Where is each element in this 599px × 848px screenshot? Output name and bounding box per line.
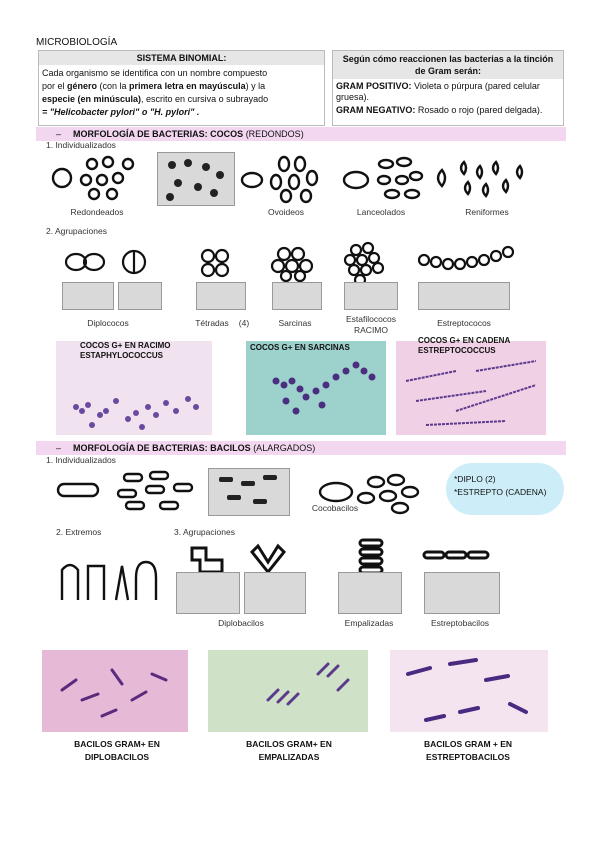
binomial-line-1: Cada organismo se identifica con un nomb… (42, 68, 268, 78)
diplococos-panel-2 (118, 282, 162, 310)
tetradas-panel (196, 282, 246, 310)
label-tetradas-count: (4) (238, 318, 250, 328)
label-estreptococos: Estreptococos (437, 318, 491, 328)
label-cocobacilos: Cocobacilos (311, 503, 359, 513)
cocos-subtitle-individual: 1. Individualizados (46, 140, 116, 150)
bacilos-subtitle-extremos: 2. Extremos (56, 527, 102, 537)
gram-box: Según cómo reaccionen las bacterias a la… (332, 50, 564, 126)
micrograph-empalizadas (208, 650, 368, 732)
diplobacilos-panel-1 (176, 572, 240, 614)
label-tetradas: Tétradas (195, 318, 229, 328)
micrograph-cadena (396, 341, 546, 435)
note-cloud: *DIPLO (2) *ESTREPTO (CADENA) (446, 463, 564, 515)
label-reniformes: Reniformes (465, 207, 509, 217)
estafilococos-panel (344, 282, 398, 310)
cocos-subtitle-groups: 2. Agrupaciones (46, 226, 107, 236)
micrograph-diplobacilos (42, 650, 188, 732)
sarcinas-panel (272, 282, 322, 310)
note-estrepto: *ESTREPTO (CADENA) (454, 487, 547, 497)
label-estafilococos: Estafilococos (345, 314, 397, 324)
label-diplococos: Diplococos (87, 318, 129, 328)
caption-cadena: COCOS G+ EN CADENA ESTREPTOCOCCUS (418, 336, 510, 355)
gram-title: Según cómo reaccionen las bacterias a la… (333, 51, 563, 79)
label-ovoideos: Ovoideos (268, 207, 304, 217)
caption-sarcinas: COCOS G+ EN SARCINAS (250, 343, 350, 352)
binomial-line-4: = "Helicobacter pylori" o "H. pylori" . (42, 107, 200, 117)
bacilos-subtitle-groups: 3. Agrupaciones (174, 527, 235, 537)
micrograph-estreptobacilos (390, 650, 548, 732)
empalizadas-panel (338, 572, 402, 614)
label-diplobacilos: Diplobacilos (218, 618, 264, 628)
micrograph-sarcinas (246, 341, 386, 435)
estreptobacilos-panel (424, 572, 500, 614)
caption-estreptobacilos: BACILOS GRAM + EN ESTREPTOBACILOS (423, 739, 513, 762)
diplococos-panel (62, 282, 114, 310)
label-empalizadas: Empalizadas (344, 618, 394, 628)
caption-empalizadas: BACILOS GRAM+ EN EMPALIZADAS (246, 739, 332, 762)
diplobacilos-panel-2 (244, 572, 306, 614)
micrograph-racimo (56, 341, 212, 435)
caption-racimo: COCOS G+ EN RACIMO ESTAPHYLOCOCCUS (80, 341, 171, 360)
cocos-section-bar: –MORFOLOGÍA DE BACTERIAS: COCOS (REDONDO… (36, 127, 566, 141)
bacilos-individual-drawings (56, 470, 420, 515)
cocos-micrograph-panel (157, 152, 235, 206)
gram-negative: GRAM NEGATIVO: Rosado o rojo (pared delg… (336, 105, 543, 115)
note-diplo: *DIPLO (2) (454, 474, 496, 484)
binomial-title: SISTEMA BINOMIAL: (39, 51, 324, 65)
label-sarcinas: Sarcinas (278, 318, 312, 328)
gram-positive: GRAM POSITIVO: Violeta o púrpura (pared … (336, 81, 540, 102)
bacilos-group-drawings (190, 538, 490, 575)
binomial-line-2: por el género (con la primera letra en m… (42, 81, 266, 91)
bacilos-section-bar: –MORFOLOGÍA DE BACTERIAS: BACILOS (ALARG… (36, 441, 566, 455)
estreptococos-panel (418, 282, 510, 310)
bacilos-subtitle-individual: 1. Individualizados (46, 455, 116, 465)
cocos-group-drawings (64, 241, 515, 287)
bacilos-micrograph-panel (208, 468, 290, 516)
caption-diplobacilos: BACILOS GRAM+ EN DIPLOBACILOS (74, 739, 160, 762)
gram-body: GRAM POSITIVO: Violeta o púrpura (pared … (333, 79, 563, 118)
binomial-body: Cada organismo se identifica con un nomb… (39, 65, 324, 121)
binomial-box: SISTEMA BINOMIAL: Cada organismo se iden… (38, 50, 325, 126)
label-redondeados: Redondeados (70, 207, 124, 217)
label-estreptobacilos: Estreptobacilos (430, 618, 490, 628)
label-lanceolados: Lanceolados (356, 207, 406, 217)
label-racimo: RACIMO (354, 325, 388, 335)
cocos-individual-drawings (51, 155, 524, 204)
page-title: MICROBIOLOGÍA (36, 37, 118, 48)
binomial-line-3: especie (en minúscula), escrito en cursi… (42, 94, 269, 104)
extremos-drawings (60, 560, 158, 601)
